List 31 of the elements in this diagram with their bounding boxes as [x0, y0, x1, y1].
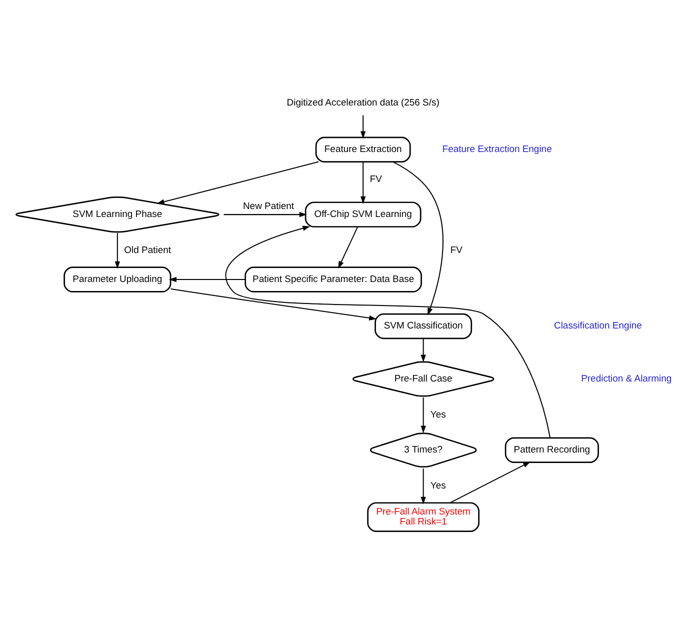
edge-label: FV	[450, 244, 463, 256]
node-text: Digitized Acceleration data (256 S/s)	[286, 96, 440, 108]
edge-label: Old Patient	[124, 244, 172, 256]
arrow	[420, 468, 426, 504]
node-box: SVM Classification	[374, 312, 472, 339]
node-box: Feature Extraction	[315, 136, 411, 162]
arrow	[420, 396, 426, 433]
arrow	[338, 226, 358, 268]
label: Prediction & Alarming	[581, 373, 672, 384]
label: Classification Engine	[554, 320, 642, 332]
arrow	[450, 461, 531, 503]
edge-label: Yes	[430, 408, 446, 420]
node-box: Patient Specific Parameter: Data Base	[244, 266, 422, 292]
arrow	[169, 276, 246, 282]
arrow	[156, 160, 319, 204]
arrow	[392, 160, 444, 315]
arrow	[225, 225, 551, 438]
node-box: Pattern Recording	[504, 436, 599, 462]
edge-label: New Patient	[242, 200, 294, 212]
edge-label: Yes	[430, 480, 446, 491]
label: Feature Extraction Engine	[442, 144, 552, 155]
node-box: Parameter Uploading	[64, 266, 172, 292]
arrow	[224, 211, 307, 217]
node-box: Off-Chip SVM Learning	[304, 201, 422, 227]
arrow	[420, 338, 426, 362]
arrow	[360, 114, 366, 138]
edge-label: FV	[370, 173, 382, 184]
arrow	[360, 161, 366, 204]
node-box: Pre-Fall Alarm System Fall Risk=1	[367, 502, 480, 532]
arrow	[114, 232, 120, 268]
arrow	[170, 288, 377, 320]
